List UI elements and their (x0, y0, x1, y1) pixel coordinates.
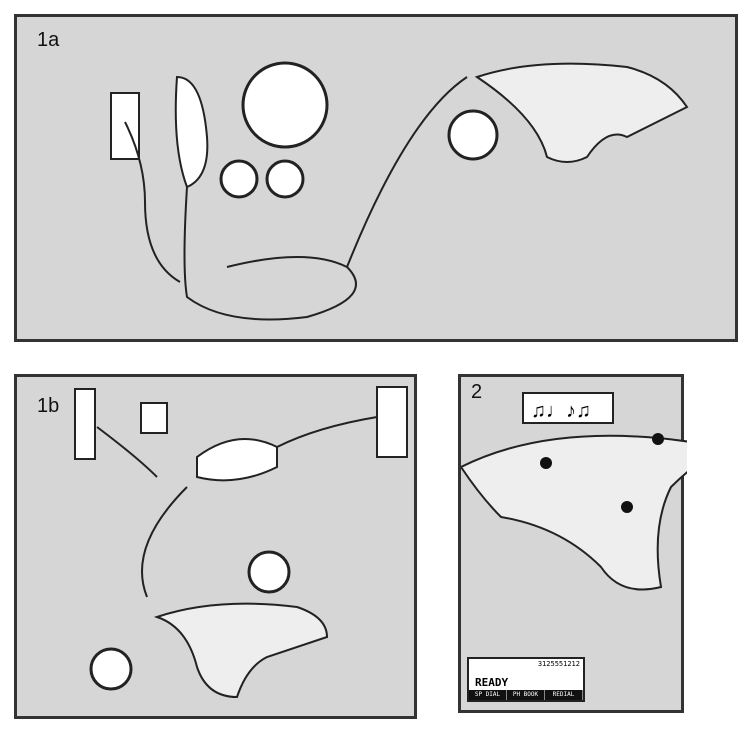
conference-phone (474, 62, 689, 163)
phone-line-icon (140, 402, 168, 434)
console-icon (447, 109, 499, 161)
lcd-number: 3125551212 (537, 660, 580, 668)
softkey-sp-dial: SP DIAL (469, 690, 507, 700)
lcd-display: 3125551212 READY SP DIAL PH BOOK REDIAL (467, 657, 585, 702)
conference-phone (153, 602, 329, 699)
lcd-status: READY (475, 676, 509, 689)
conference-phone-icon (265, 159, 305, 199)
indicator-light (652, 433, 664, 445)
console-icon (89, 647, 133, 691)
power-module (174, 75, 209, 189)
indicator-light (540, 457, 552, 469)
panel-1a: 1a (14, 14, 738, 342)
panel-label: 1b (37, 395, 60, 417)
conference-phone (461, 434, 687, 591)
svg-text:♫♩♪♫: ♫♩♪♫ (531, 400, 591, 422)
music-notes-icon (522, 392, 614, 424)
panel-label: 2 (471, 381, 483, 403)
module (196, 438, 278, 482)
wall-jack (110, 92, 140, 160)
data-port-connection-illustration (74, 386, 408, 699)
panel-1b: 1b (14, 374, 417, 719)
indicator-light (621, 501, 633, 513)
panel-label: 1a (37, 29, 60, 51)
cable (96, 416, 378, 598)
ring-illustration: ♫♩♪♫ (461, 392, 687, 591)
port-detail (241, 61, 329, 149)
phone-line-icon (219, 159, 259, 199)
panel-2: 2 ♫♩♪♫ 3125551212 READY SP DIAL PH BOOK … (458, 374, 687, 713)
conference-phone-icon (247, 550, 291, 594)
softkey-redial: REDIAL (545, 690, 583, 700)
softkey-ph-book: PH BOOK (507, 690, 545, 700)
wall-jack (74, 388, 96, 460)
cable (183, 186, 357, 321)
power-outlet (376, 386, 408, 458)
wall-connection-illustration (110, 61, 689, 321)
